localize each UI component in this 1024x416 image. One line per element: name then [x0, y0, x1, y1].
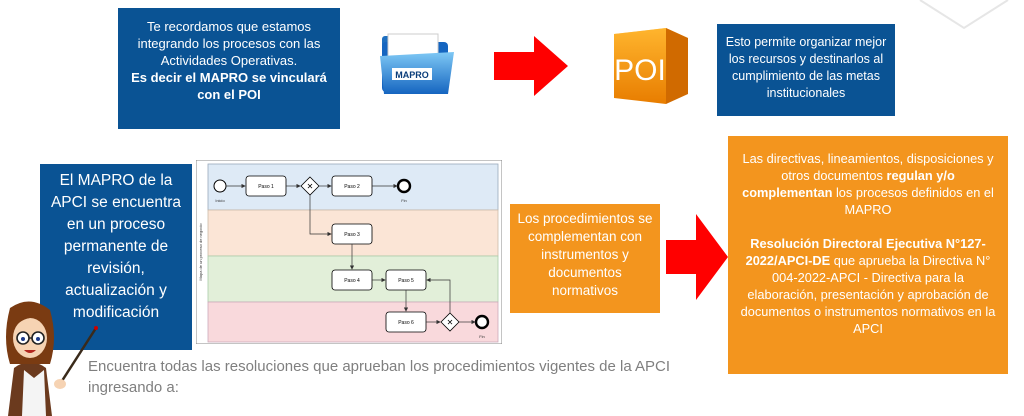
resolutions-instruction: Encuentra todas las resoluciones que apr… — [88, 358, 671, 396]
mapro-revision-box: El MAPRO de la APCI se encuentra en un p… — [40, 164, 192, 350]
mapro-label: MAPRO — [395, 70, 429, 80]
end-1-label: Fin — [401, 198, 407, 203]
red-arrow-right-icon — [666, 214, 728, 300]
mapro-folder-icon: MAPRO — [380, 33, 454, 94]
presenter-cartoon-icon — [6, 301, 98, 416]
procedures-box: Los procedimientos se complementan con i… — [510, 204, 660, 313]
chevron-decoration — [919, 0, 1009, 30]
task-3: Paso 3 — [344, 232, 360, 238]
resolution-paragraph: Resolución Directoral Ejecutiva N°127-20… — [736, 235, 1000, 337]
directives-box: Las directivas, lineamientos, disposicio… — [728, 136, 1008, 374]
intro-bold-text: Es decir el MAPRO se vinculará con el PO… — [131, 70, 327, 102]
task-1: Paso 1 — [258, 184, 274, 190]
resolution-text: que aprueba la Directiva N° 004-2022-APC… — [740, 253, 996, 336]
organize-box: Esto permite organizar mejor los recurso… — [717, 24, 895, 116]
intro-text: Te recordamos que estamos integrando los… — [137, 19, 321, 68]
directives-text-bold: regulan y/o complementan — [742, 168, 955, 200]
red-arrow-right-icon — [494, 36, 568, 96]
poi-label: POI — [614, 54, 666, 87]
directives-text-post: los procesos definidos en el MAPRO — [832, 185, 994, 217]
bpmn-process-diagram: Mapa de un proceso de negocio Inicio Pas… — [196, 160, 502, 344]
start-label: Inicio — [215, 198, 225, 203]
organize-text: Esto permite organizar mejor los recurso… — [725, 35, 887, 100]
task-6: Paso 6 — [398, 320, 414, 326]
resolution-title: Resolución Directoral Ejecutiva N°127-20… — [745, 236, 986, 268]
svg-text:✕: ✕ — [447, 318, 454, 327]
task-5: Paso 5 — [398, 278, 414, 284]
task-4: Paso 4 — [344, 278, 360, 284]
mapro-revision-text: El MAPRO de la APCI se encuentra en un p… — [50, 172, 182, 321]
svg-text:✕: ✕ — [307, 182, 314, 191]
procedures-text: Los procedimientos se complementan con i… — [517, 211, 653, 298]
poi-cube-icon: POI — [614, 28, 688, 104]
lane-label: Mapa de un proceso de negocio — [198, 223, 203, 281]
task-2: Paso 2 — [344, 184, 360, 190]
intro-box: Te recordamos que estamos integrando los… — [118, 8, 340, 129]
directives-text-pre: Las directivas, lineamientos, disposicio… — [742, 151, 994, 183]
directives-paragraph: Las directivas, lineamientos, disposicio… — [736, 150, 1000, 218]
end-2-label: Fin — [479, 334, 485, 339]
